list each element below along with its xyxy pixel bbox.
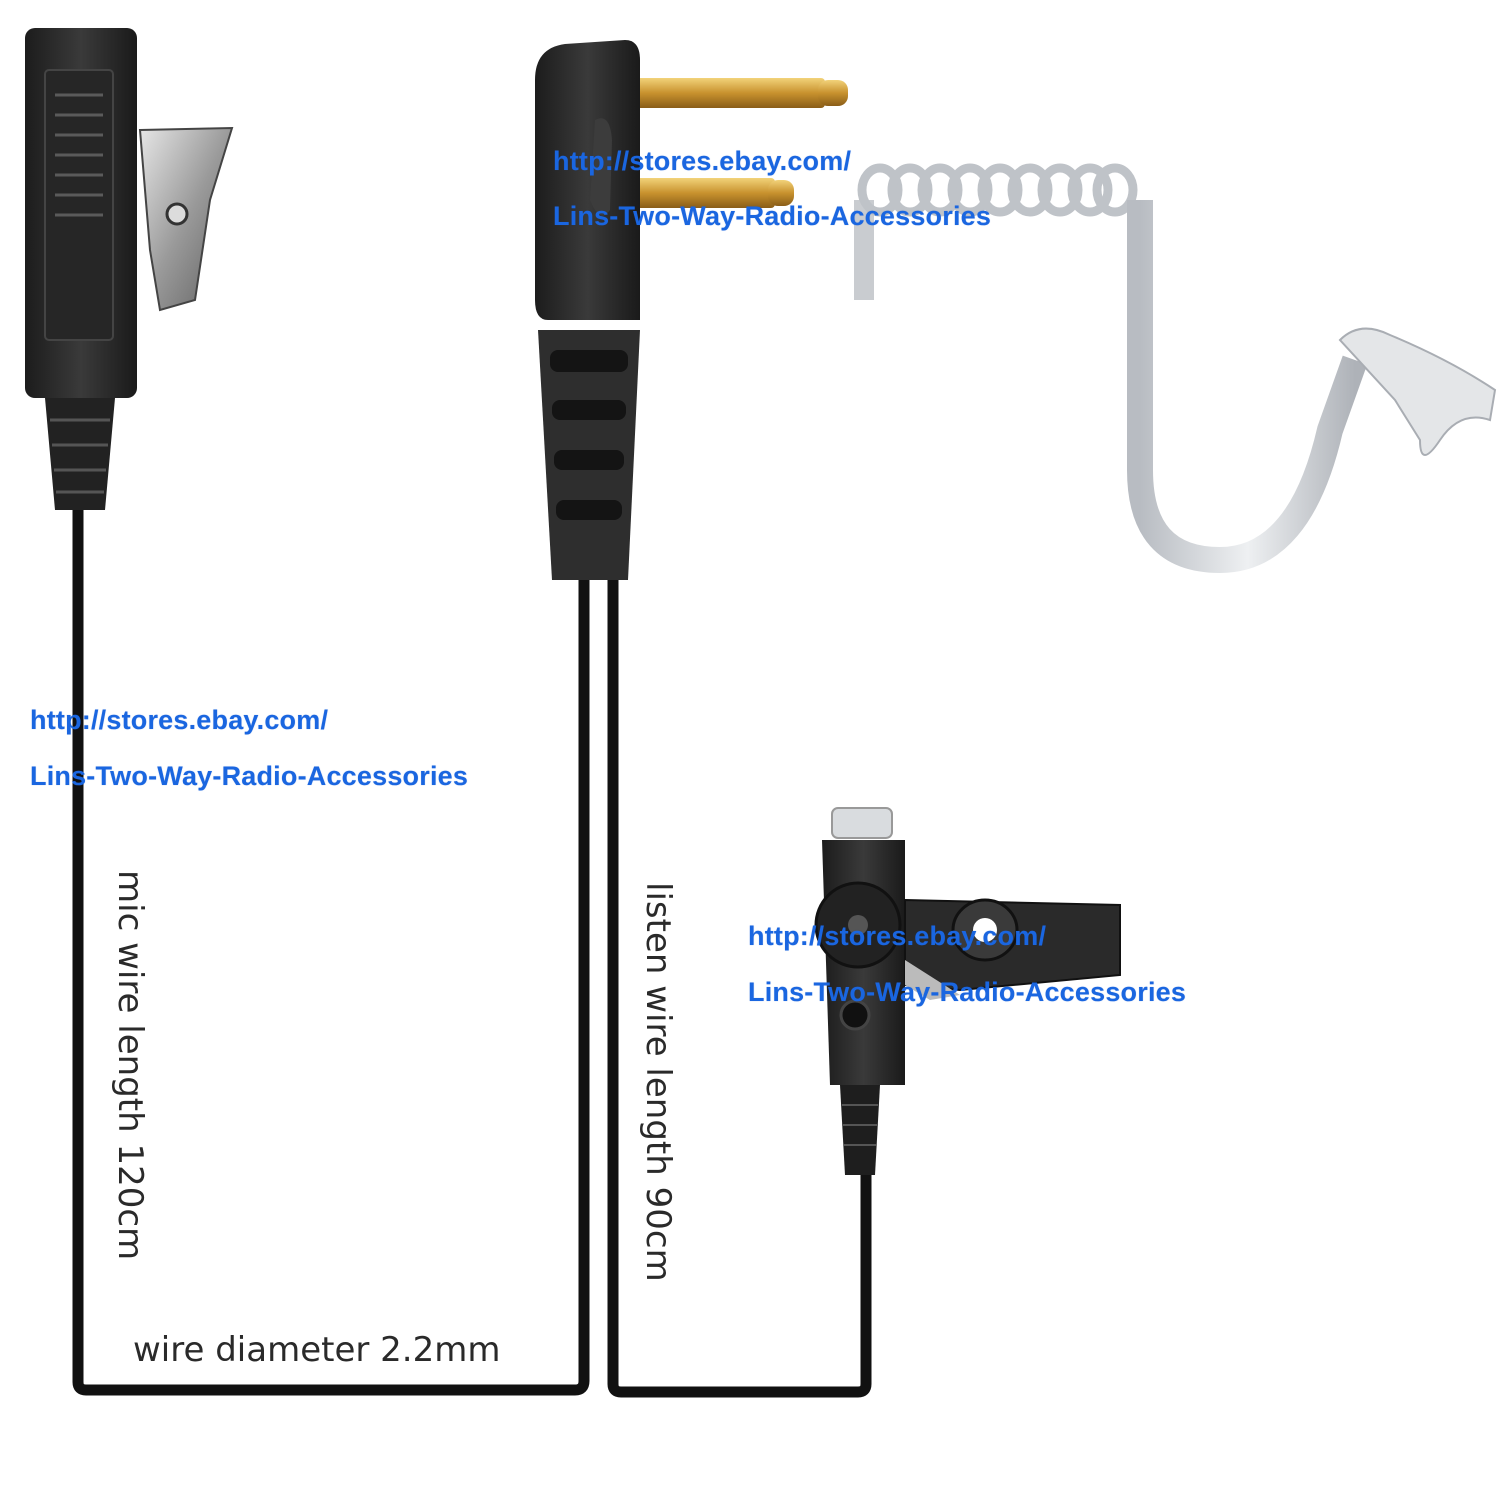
- listen-cable: [607, 580, 872, 1398]
- ptt-microphone: [25, 28, 234, 510]
- two-pin-plug: [535, 40, 848, 580]
- mic-wire-length-label: mic wire length 120cm: [110, 870, 150, 1261]
- watermark-top-url: http://stores.ebay.com/: [553, 146, 852, 176]
- watermark-right-url: http://stores.ebay.com/: [748, 921, 1047, 951]
- watermark-top-store: Lins-Two-Way-Radio-Accessories: [553, 201, 992, 231]
- acoustic-tube: [853, 163, 1497, 830]
- wire-diameter-label: wire diameter 2.2mm: [133, 1330, 501, 1370]
- watermark-left-url: http://stores.ebay.com/: [30, 705, 329, 735]
- earbud-icon: [1338, 327, 1497, 456]
- watermark-right-store: Lins-Two-Way-Radio-Accessories: [748, 977, 1187, 1007]
- mic-cable: [72, 500, 590, 1396]
- watermark-left-store: Lins-Two-Way-Radio-Accessories: [30, 761, 469, 791]
- listen-piece: [814, 807, 1121, 1175]
- listen-wire-length-label: listen wire length 90cm: [638, 882, 678, 1282]
